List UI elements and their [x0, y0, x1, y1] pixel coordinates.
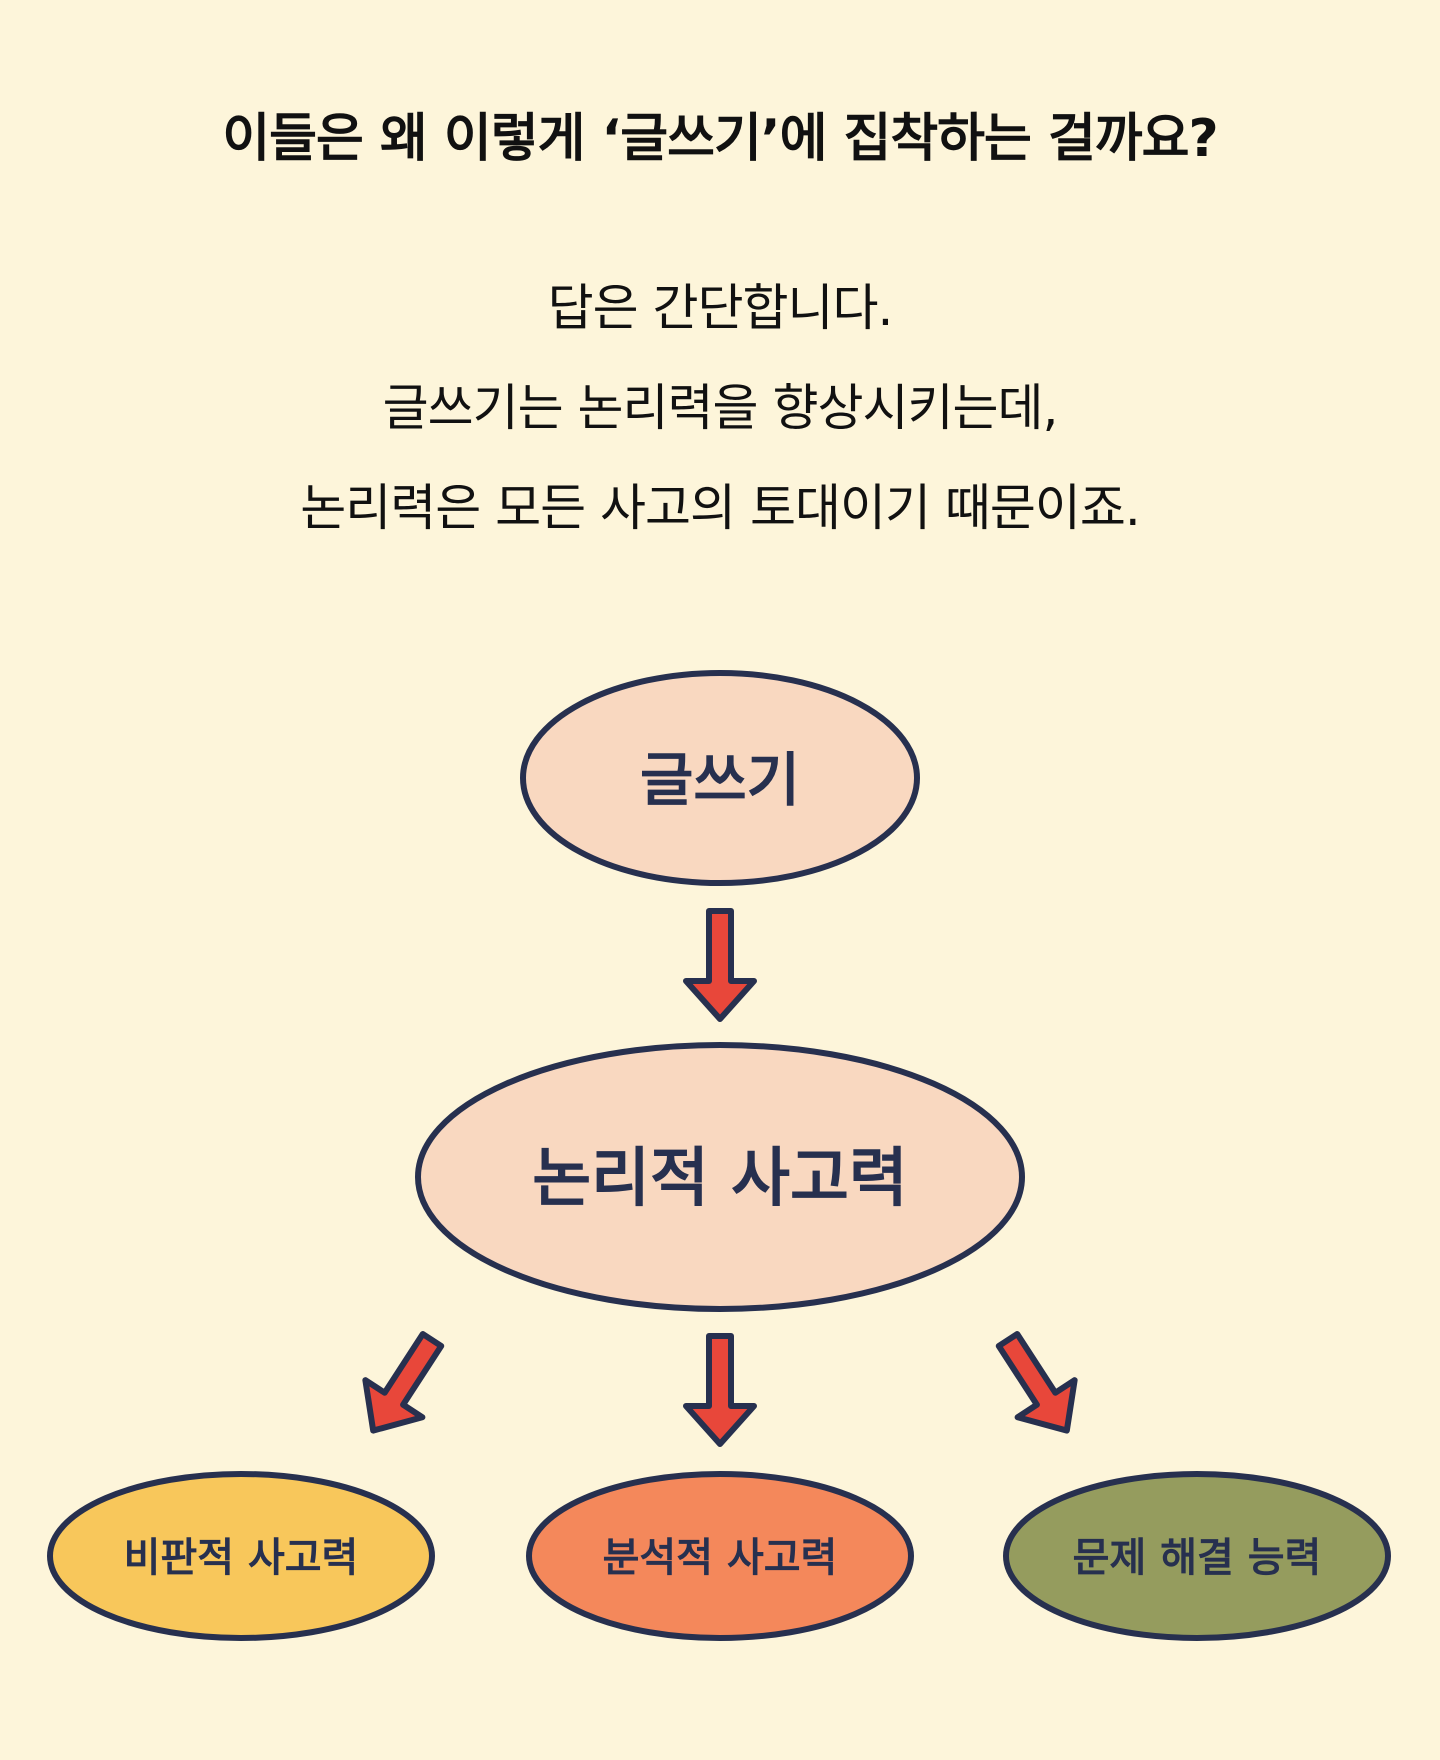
body-line-3: 논리력은 모든 사고의 토대이기 때문이죠. — [300, 479, 1140, 537]
arrow-down-right-icon — [979, 1321, 1095, 1449]
node-critical-thinking: 비판적 사고력 — [47, 1471, 435, 1641]
arrow-down-icon — [686, 1336, 754, 1444]
node-logical-thinking: 논리적 사고력 — [415, 1042, 1025, 1312]
node-logical-thinking-label: 논리적 사고력 — [532, 1142, 908, 1216]
node-writing: 글쓰기 — [520, 670, 920, 886]
body-text: 답은 간단합니다. 글쓰기는 논리력을 향상시키는데, 논리력은 모든 사고의 … — [0, 258, 1440, 558]
arrow-down-left-icon — [345, 1321, 461, 1449]
body-line-2: 글쓰기는 논리력을 향상시키는데, — [382, 379, 1059, 437]
node-analytical-thinking: 분석적 사고력 — [526, 1471, 914, 1641]
node-critical-thinking-shape — [47, 1471, 435, 1641]
node-problem-solving-label: 문제 해결 능력 — [1073, 1535, 1322, 1581]
arrow-down-icon — [686, 911, 754, 1019]
node-problem-solving: 문제 해결 능력 — [1003, 1471, 1391, 1641]
node-analytical-thinking-shape — [526, 1471, 914, 1641]
node-logical-thinking-shape — [415, 1042, 1025, 1312]
node-problem-solving-shape — [1003, 1471, 1391, 1641]
node-writing-label: 글쓰기 — [640, 746, 800, 814]
page-title: 이들은 왜 이렇게 ‘글쓰기’에 집착하는 걸까요? — [222, 109, 1218, 169]
body-line-1: 답은 간단합니다. — [547, 279, 894, 337]
node-analytical-thinking-label: 분석적 사고력 — [603, 1535, 838, 1581]
node-critical-thinking-label: 비판적 사고력 — [124, 1535, 359, 1581]
node-writing-shape — [520, 670, 920, 886]
